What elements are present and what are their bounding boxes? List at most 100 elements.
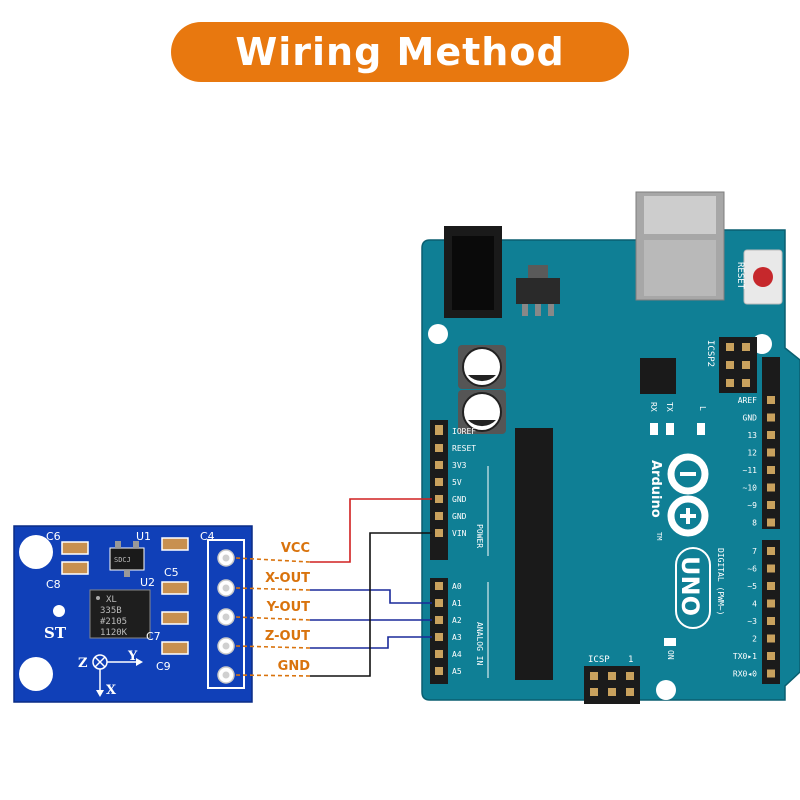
header-pin [435, 478, 443, 486]
wire-dashed-lead [235, 587, 311, 591]
digital-pin-label: 13 [747, 431, 757, 440]
label-u1: U1 [136, 530, 151, 543]
header-pin [435, 667, 443, 675]
uno-label-box: UNO [675, 547, 711, 629]
digital-header-label: DIGITAL (PWM~) [716, 548, 725, 615]
analog-header-label: ANALOG IN [475, 622, 484, 666]
st-pad [53, 605, 65, 617]
digital-pin-label: 8 [752, 519, 757, 528]
brand-label: Arduino [648, 460, 663, 518]
header-pin [435, 633, 443, 641]
capacitor [458, 390, 506, 434]
header-pin [435, 495, 443, 503]
model-label: UNO [676, 556, 704, 616]
power-pin-label: 3V3 [452, 461, 467, 470]
icsp-header [584, 666, 640, 704]
smd-capacitor [61, 541, 89, 555]
wire-x-out [310, 589, 432, 604]
usb-connector [635, 191, 725, 301]
adxl335-chip: XL 335B #2105 1120K [89, 589, 151, 639]
header-pin [435, 650, 443, 658]
sensor-pin-hole [222, 642, 230, 650]
smd-capacitor [61, 561, 89, 575]
digital-pin-label: ~11 [743, 466, 758, 475]
connection-wires [235, 498, 432, 677]
power-pin-label: VIN [452, 529, 467, 538]
header-pin [435, 425, 443, 433]
wire-label: Y-OUT [266, 600, 311, 615]
header-pin [767, 396, 775, 404]
st-label: ST [44, 624, 67, 642]
wire-dashed-lead [235, 645, 311, 649]
power-pin-label: 5V [452, 478, 462, 487]
analog-pin-label: A2 [452, 616, 462, 625]
digital-pin-label: RX0◂0 [733, 670, 757, 679]
header-pin [767, 652, 775, 660]
sensor-pin-hole [222, 671, 230, 679]
accelerometer-sensor-board: SDCJ XL 335B #2105 1120K ST C6 U1 C4 C8 … [13, 525, 253, 703]
header-pin [767, 431, 775, 439]
label-c5: C5 [164, 566, 179, 579]
header-pin [767, 669, 775, 678]
smd-capacitor [161, 537, 189, 551]
reset-label: RESET [735, 262, 745, 290]
reset-button[interactable] [743, 249, 783, 305]
power-pin-label: GND [452, 512, 467, 521]
smd-capacitor [161, 611, 189, 625]
u1-chip-text: SDCJ [114, 556, 131, 564]
digital-pin-label: 4 [752, 600, 757, 609]
sensor-pin-hole [222, 584, 230, 592]
label-c8: C8 [46, 578, 61, 591]
header-pin [767, 466, 775, 474]
usb-chip [640, 358, 676, 394]
digital-pin-label: AREF [738, 396, 757, 405]
smd-capacitor [161, 641, 189, 655]
arduino-uno-board: RESET ICSP2 TX RX L Arduino TM [421, 191, 800, 704]
header-pin [435, 512, 443, 520]
wire-z-out [310, 636, 432, 649]
axis-z-label: Z [78, 656, 88, 671]
on-label: ON [666, 650, 675, 660]
wire-gnd [310, 532, 432, 677]
header-pin [767, 599, 775, 608]
power-header-label: POWER [475, 524, 484, 548]
axis-indicator [92, 654, 143, 697]
icsp-label: ICSP [588, 655, 610, 665]
digital-pin-label: ~10 [743, 484, 758, 493]
header-pin [435, 616, 443, 624]
header-pin [435, 582, 443, 590]
icsp2-label: ICSP2 [705, 340, 715, 367]
digital-pin-label: ~3 [747, 617, 757, 626]
analog-pin-label: A0 [452, 582, 462, 591]
header-pin [767, 547, 775, 555]
digital-pin-label: 12 [747, 449, 757, 458]
digital-pin-label: ~9 [747, 501, 757, 510]
label-u2: U2 [140, 576, 155, 589]
digital-pin-label: 2 [752, 635, 757, 644]
digital-pin-label: TX0▸1 [733, 652, 757, 661]
mounting-hole [19, 535, 53, 569]
header-pin [435, 529, 443, 537]
title-banner: Wiring Method [171, 22, 629, 82]
chip-text-2: 335B [100, 606, 122, 616]
header-pin [435, 461, 443, 469]
analog-pin-label: A5 [452, 667, 462, 676]
wire-label: Z-OUT [265, 629, 310, 644]
digital-pin-label: ~6 [747, 565, 757, 574]
sensor-pin-header [207, 539, 245, 689]
wire-dashed-lead [235, 616, 311, 621]
label-c6: C6 [46, 530, 61, 543]
l-led [697, 423, 705, 435]
mounting-hole [19, 657, 53, 691]
voltage-regulator [516, 265, 560, 316]
header-pin [767, 564, 775, 573]
sensor-pin-hole [222, 613, 230, 621]
header-pin [767, 413, 775, 422]
header-pin [767, 617, 775, 625]
l-label: L [698, 406, 707, 411]
tx-led [666, 423, 674, 435]
